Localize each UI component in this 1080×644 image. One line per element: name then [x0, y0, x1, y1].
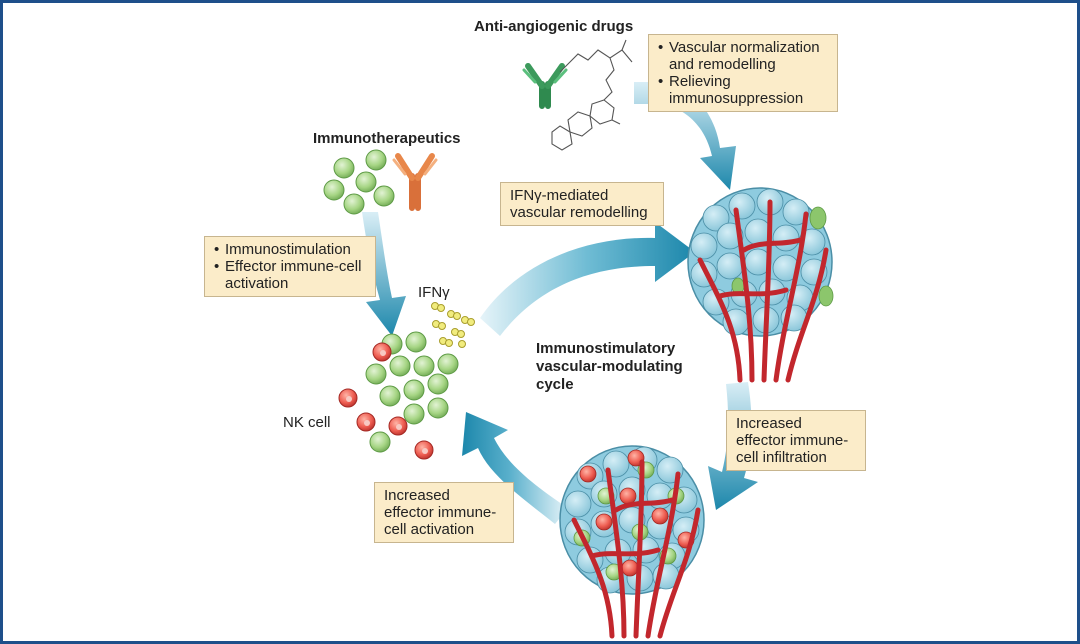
immune-cell-cluster: [338, 331, 459, 460]
nk-cell-label: NK cell: [283, 414, 331, 431]
tumour-bottom-icon: [559, 445, 705, 639]
ifn-molecules: [431, 302, 475, 348]
infiltration-box: Increased effector immune- cell infiltra…: [726, 410, 866, 471]
antibody-green-icon: [522, 63, 568, 109]
cycle-label: Immunostimulatory vascular-modulating cy…: [536, 340, 683, 393]
arrow-drugs-to-tumour: [634, 82, 736, 190]
ifn-label: IFNγ: [418, 284, 450, 301]
immunotherapeutics-label: Immunotherapeutics: [313, 130, 461, 147]
small-molecule-icon: [551, 39, 633, 151]
antibody-orange-icon: [392, 153, 438, 211]
tumour-top-icon: [687, 187, 834, 383]
arrow-tumour-to-cells: [462, 412, 568, 524]
immunotherapeutic-cells: [323, 149, 395, 215]
ifn-remodelling-box: IFNγ-mediated vascular remodelling: [500, 182, 664, 226]
anti-angiogenic-title: Anti-angiogenic drugs: [474, 18, 634, 35]
arrow-ifn-remodelling: [480, 222, 695, 336]
activation-box: Increased effector immune- cell activati…: [374, 482, 514, 543]
immunostimulation-box: Immunostimulation Effector immune-cellac…: [204, 236, 376, 297]
